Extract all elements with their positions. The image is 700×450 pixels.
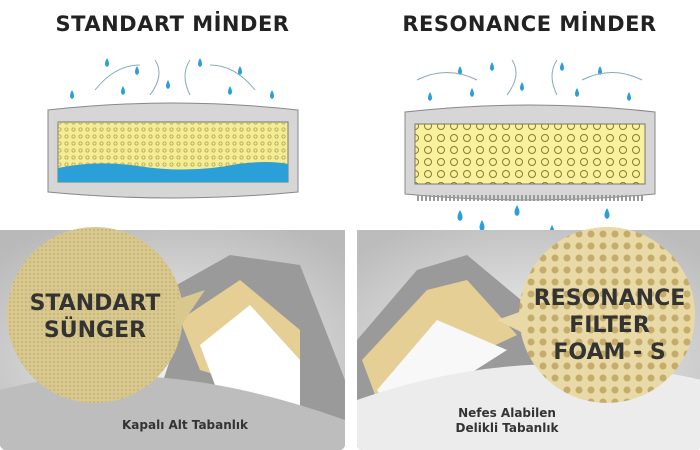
base-label-line: Nefes Alabilen (458, 406, 556, 420)
circle-line: RESONANCE (533, 286, 686, 311)
resonance-foam-label: RESONANCE FILTER FOAM - S (527, 285, 692, 366)
resonance-cushion-illustration (357, 59, 700, 450)
closed-base-label: Kapalı Alt Tabanlık (122, 418, 248, 432)
standard-cushion-panel: STANDART MİNDER STANDART SÜNGER Kapalı A… (0, 0, 345, 450)
circle-line: SÜNGER (43, 318, 147, 343)
resonance-cushion-title: RESONANCE MİNDER (402, 12, 657, 36)
resonance-cushion-panel: RESONANCE MİNDER RESONANCE FILTER FOAM -… (357, 0, 700, 450)
circle-line: STANDART (29, 291, 161, 316)
standard-sponge-label: STANDART SÜNGER (20, 290, 170, 344)
base-label-line: Delikli Tabanlık (455, 421, 559, 435)
standard-cushion-illustration (0, 58, 345, 450)
circle-line: FOAM - S (553, 340, 666, 365)
breathable-base-label: Nefes Alabilen Delikli Tabanlık (437, 406, 577, 436)
circle-line: FILTER (569, 313, 650, 338)
standard-cushion-title: STANDART MİNDER (55, 12, 290, 36)
